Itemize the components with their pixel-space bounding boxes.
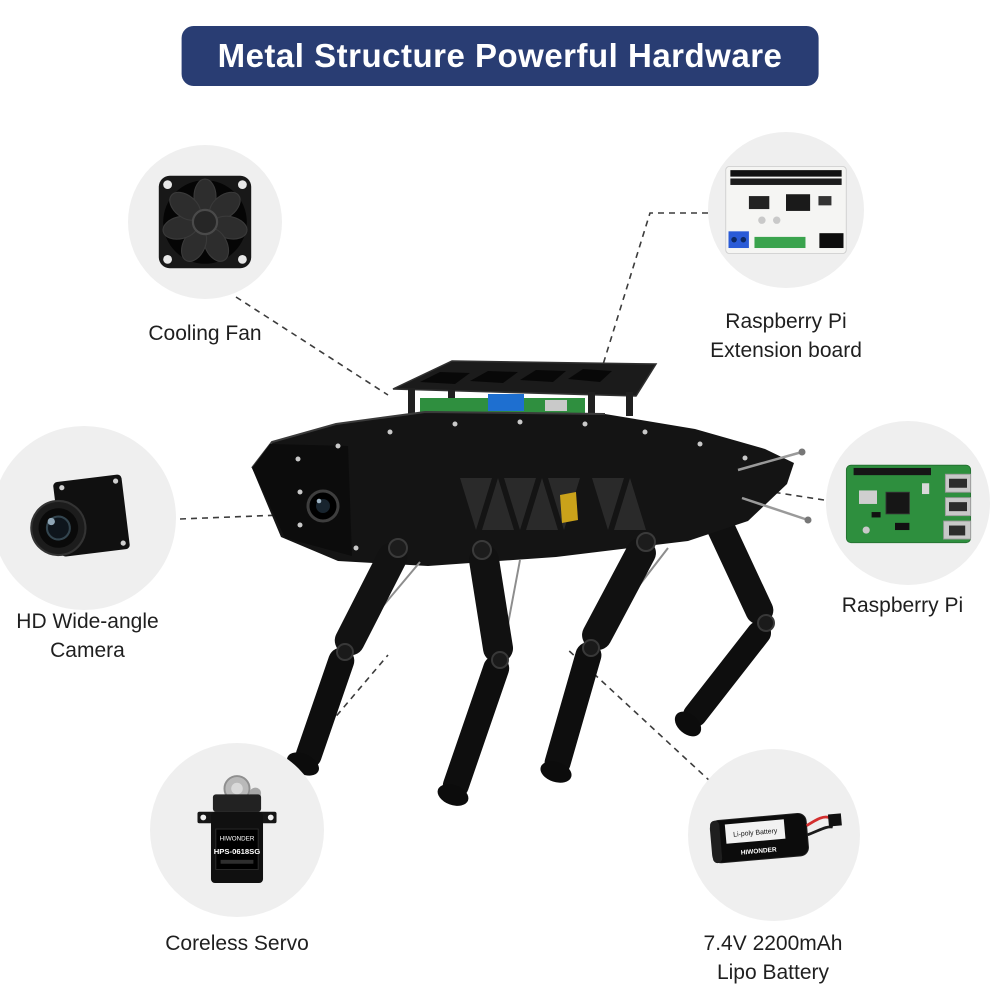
raspberry-pi-label-text: Raspberry Pi — [841, 594, 964, 617]
extension-board-label-line2: Extension board — [710, 339, 862, 362]
leader-extension-board — [600, 212, 708, 372]
battery-sticker-text: Li-poly Battery — [733, 828, 778, 839]
title-banner: Metal Structure Powerful Hardware — [181, 26, 819, 86]
battery-brand-text: HIWONDER — [741, 846, 778, 856]
servo-part-number-text: HPS-0618SG — [214, 847, 261, 856]
battery-label-line2: Lipo Battery — [716, 961, 830, 984]
camera-bubble — [0, 426, 176, 610]
page-title: Metal Structure Powerful Hardware — [217, 37, 783, 74]
cooling-fan-label-text: Cooling Fan — [148, 322, 262, 345]
extension-board-label: Raspberry Pi Extension board — [666, 307, 906, 365]
servo-label-text: Coreless Servo — [165, 932, 309, 955]
raspberry-pi-icon — [845, 464, 971, 543]
battery-label: 7.4V 2200mAh Lipo Battery — [663, 929, 883, 987]
camera-icon — [29, 474, 130, 556]
cooling-fan-icon — [158, 175, 252, 269]
leader-cooling-fan — [235, 296, 389, 396]
servo-icon: HIWONDER HPS-0618SG — [197, 775, 277, 883]
servo-bubble: HIWONDER HPS-0618SG — [150, 743, 324, 917]
cooling-fan-label: Cooling Fan — [105, 319, 305, 348]
battery-label-line1: 7.4V 2200mAh — [703, 932, 843, 955]
extension-board-bubble — [708, 132, 864, 288]
cooling-fan-bubble — [128, 145, 282, 299]
camera-label-line2: Camera — [50, 639, 125, 662]
servo-brand-text: HIWONDER — [220, 836, 255, 843]
camera-label: HD Wide-angle Camera — [0, 607, 185, 665]
extension-board-label-line1: Raspberry Pi — [725, 310, 847, 333]
robot-dog-image — [251, 360, 812, 806]
extension-board-icon — [725, 165, 847, 255]
servo-label: Coreless Servo — [127, 929, 347, 958]
camera-label-line1: HD Wide-angle — [16, 610, 159, 633]
raspberry-pi-label: Raspberry Pi — [805, 591, 1000, 620]
battery-icon: Li-poly Battery HIWONDER — [709, 812, 842, 864]
leader-camera — [179, 514, 282, 520]
raspberry-pi-bubble — [826, 421, 990, 585]
battery-bubble: Li-poly Battery HIWONDER — [688, 749, 860, 921]
